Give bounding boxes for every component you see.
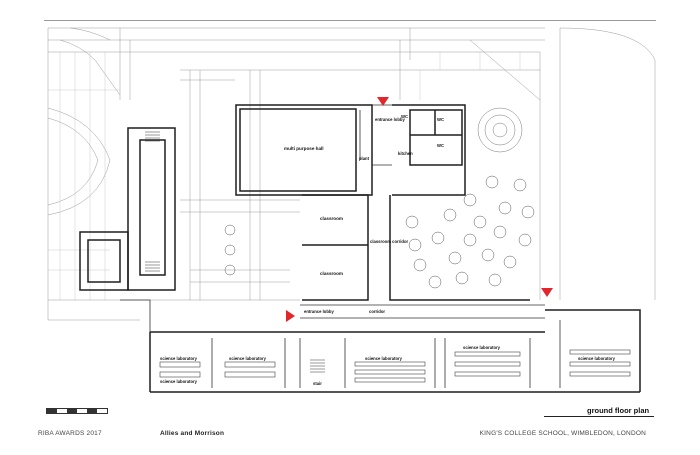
building-walls xyxy=(79,104,641,393)
plan-caption: ground floor plan xyxy=(587,406,650,415)
footer-project: KING'S COLLEGE SCHOOL, WIMBLEDON, LONDON xyxy=(479,430,646,437)
label-wc-2: WC xyxy=(437,117,444,122)
caption-rule xyxy=(544,416,654,417)
entrance-marker-east xyxy=(541,288,553,297)
label-classroom-1: classroom xyxy=(320,216,343,221)
label-plant: plant xyxy=(359,156,370,161)
label-science-laboratory-1: science laboratory xyxy=(160,356,198,361)
label-science-laboratory-3: science laboratory xyxy=(365,356,403,361)
label-entrance-lobby-bottom: entrance lobby xyxy=(304,309,334,314)
lab-benches xyxy=(159,349,631,383)
label-stair: stair xyxy=(313,381,322,386)
label-corridor: corridor xyxy=(369,309,385,314)
site-grid-lines xyxy=(48,52,521,300)
label-classroom-2: classroom xyxy=(320,271,343,276)
footer-architect: Allies and Morrison xyxy=(160,430,225,437)
label-science-laboratory-5: science laboratory xyxy=(578,356,616,361)
label-science-laboratory-2: science laboratory xyxy=(229,356,267,361)
label-science-laboratory-6: science laboratory xyxy=(160,379,198,384)
label-kitchen: kitchen xyxy=(398,151,413,156)
interior-partitions xyxy=(120,104,561,388)
label-multi-purpose-hall: multi purpose hall xyxy=(284,146,324,151)
stair-symbols xyxy=(145,131,325,373)
room-labels: multi purpose hall entrance lobby WC WC … xyxy=(160,114,616,386)
label-wc-3: WC xyxy=(437,143,444,148)
label-entrance-lobby-top: entrance lobby xyxy=(375,117,405,122)
entrance-marker-west xyxy=(286,310,295,322)
label-wc-1: WC xyxy=(401,114,408,119)
label-science-laboratory-4: science laboratory xyxy=(463,345,501,350)
circular-garden-feature xyxy=(477,107,523,153)
label-classroom-corridor: classroom corridor xyxy=(370,239,409,244)
footer-award: RIBA AWARDS 2017 xyxy=(38,430,102,437)
scale-bar xyxy=(46,408,108,414)
entrance-markers xyxy=(286,97,553,322)
landscape-trees xyxy=(224,175,535,289)
site-context xyxy=(47,27,656,321)
entrance-marker-north xyxy=(377,97,389,106)
top-frame-rule xyxy=(44,20,656,21)
